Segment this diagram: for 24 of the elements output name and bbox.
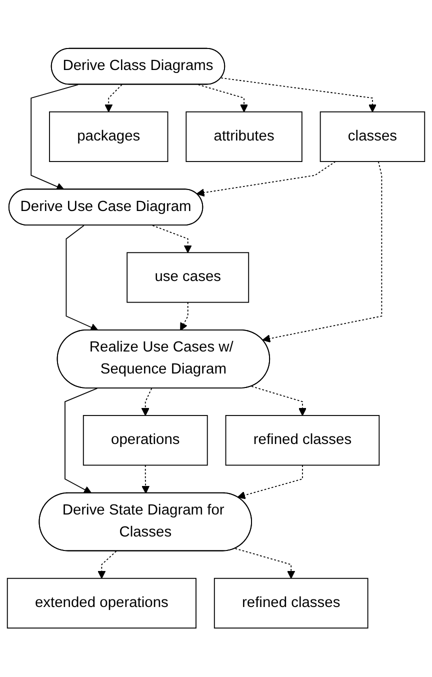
- node-box: use cases: [126, 252, 250, 304]
- arrow: [237, 465, 303, 500]
- node-box: classes: [320, 112, 426, 162]
- arrow: [64, 388, 98, 494]
- arrow: [30, 84, 78, 191]
- arrow: [152, 225, 192, 254]
- arrow: [262, 161, 382, 343]
- arrow: [66, 225, 98, 332]
- arrow: [180, 302, 188, 332]
- node-box: operations: [82, 415, 208, 466]
- node-box: attributes: [186, 112, 302, 162]
- arrow: [220, 78, 377, 112]
- arrow: [196, 161, 336, 197]
- arrow: [98, 551, 117, 580]
- node-box: extended operations: [6, 578, 196, 629]
- arrow: [251, 386, 307, 416]
- arrow: [234, 548, 296, 580]
- node-box: packages: [49, 112, 168, 162]
- arrow: [104, 84, 122, 112]
- node-box: refined classes: [214, 578, 368, 629]
- arrow: [142, 465, 150, 494]
- node-box: refined classes: [225, 415, 380, 466]
- arrow: [141, 388, 152, 416]
- arrow: [198, 84, 248, 112]
